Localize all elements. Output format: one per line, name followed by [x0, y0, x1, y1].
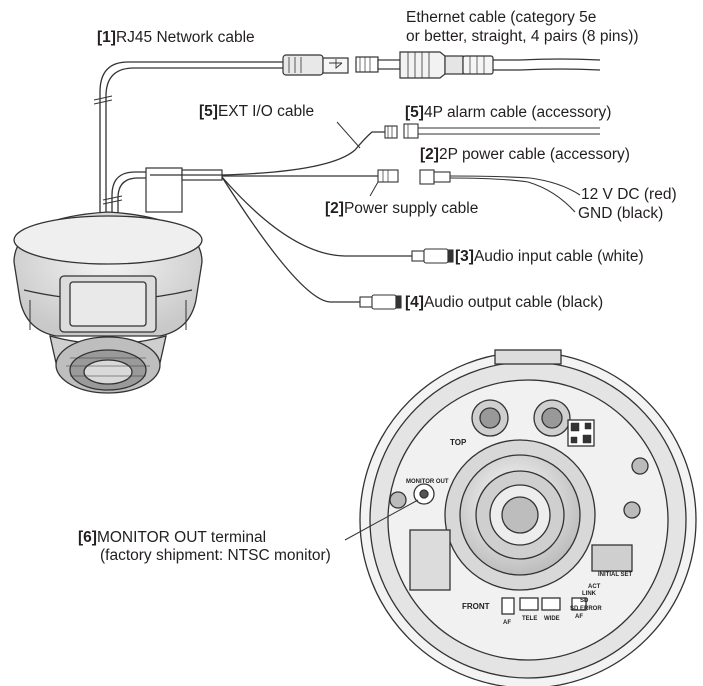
- label-monitor-out-terminal: [6]MONITOR OUT terminal: [78, 529, 266, 547]
- camera-board-view: [344, 349, 697, 686]
- board-label-act: ACT: [588, 584, 601, 590]
- label-number: [2]: [325, 200, 344, 217]
- label-number: [4]: [405, 294, 424, 311]
- label-ethernet-cable-line1: Ethernet cable (category 5e: [406, 9, 597, 26]
- cable-bundle: [102, 131, 412, 303]
- label-ext-io-cable: [5]EXT I/O cable: [199, 103, 314, 121]
- label-text: 4P alarm cable (accessory): [423, 104, 612, 121]
- power-supply-connector: [369, 169, 399, 197]
- label-text: Audio input cable (white): [473, 248, 644, 265]
- label-number: [5]: [405, 104, 424, 121]
- label-number: [2]: [420, 146, 439, 163]
- label-text: EXT I/O cable: [217, 103, 315, 120]
- label-number: [6]: [78, 529, 97, 546]
- label-number: [3]: [455, 248, 474, 265]
- label-number: [1]: [97, 29, 116, 46]
- ethernet-cable-plug: [355, 51, 601, 79]
- board-label-tele: TELE: [522, 616, 538, 622]
- label-number: [5]: [199, 103, 218, 120]
- board-label-monitor-out: MONITOR OUT: [406, 479, 449, 485]
- label-rj45-network-cable: [1]RJ45 Network cable: [97, 29, 255, 47]
- label-gnd-black: GND (black): [578, 205, 664, 222]
- board-label-initial-set: INITIAL SET: [598, 572, 633, 578]
- label-12v-dc-red: 12 V DC (red): [581, 186, 677, 203]
- board-label-sd-error: SD ERROR: [570, 606, 602, 612]
- label-2p-power-cable: [2]2P power cable (accessory): [420, 146, 630, 164]
- dome-camera-illustration: [13, 211, 203, 394]
- board-label-top: TOP: [450, 438, 467, 447]
- label-text: 2P power cable (accessory): [438, 146, 630, 163]
- board-label-af: AF: [503, 620, 511, 626]
- label-text: RJ45 Network cable: [115, 29, 255, 46]
- alarm-cable-connector: [403, 123, 600, 139]
- label-audio-output-cable: [4]Audio output cable (black): [405, 294, 603, 312]
- label-4p-alarm-cable: [5]4P alarm cable (accessory): [405, 104, 611, 122]
- audio-output-plug: [359, 294, 402, 310]
- board-label-af-2: AF: [575, 614, 583, 620]
- board-label-wide: WIDE: [544, 616, 560, 622]
- board-label-link: LINK: [582, 591, 596, 597]
- rj45-connector: [282, 54, 349, 76]
- board-label-front: FRONT: [462, 602, 490, 611]
- label-text: Audio output cable (black): [423, 294, 604, 311]
- label-text: MONITOR OUT terminal: [96, 529, 267, 546]
- audio-input-plug: [411, 248, 454, 264]
- power-2p-cable: [419, 169, 581, 213]
- label-audio-input-cable: [3]Audio input cable (white): [455, 248, 644, 266]
- label-power-supply-cable: [2]Power supply cable: [325, 200, 478, 218]
- label-monitor-out-note: (factory shipment: NTSC monitor): [100, 547, 331, 564]
- label-text: Power supply cable: [343, 200, 479, 217]
- label-ethernet-cable-line2: or better, straight, 4 pairs (8 pins)): [406, 28, 639, 45]
- ext-io-connector: [336, 121, 398, 149]
- board-label-sd: SD: [580, 598, 589, 604]
- rj45-network-cable: [93, 61, 285, 225]
